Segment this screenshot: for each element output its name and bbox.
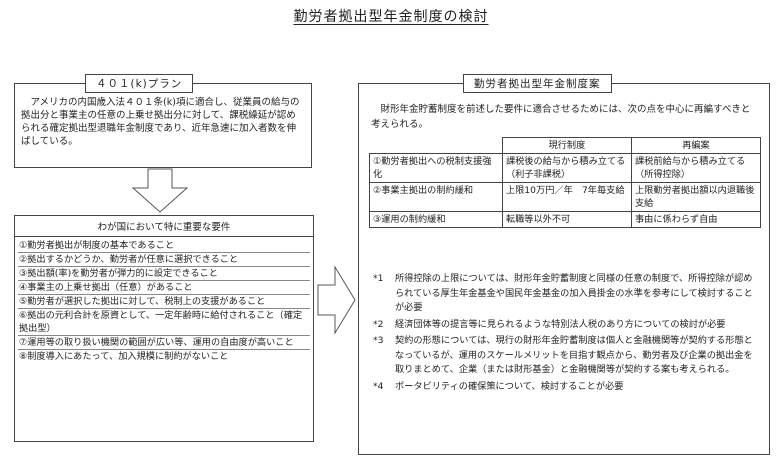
note-item: *1 所得控除の上限については、財形年金貯蓄制度と同様の任意の制度で、所得控除が… xyxy=(373,272,761,316)
requirement-item: ③拠出額(率)を勤労者が弾力的に設定できること xyxy=(18,267,310,281)
row-current: 課税後の給与から積み立てる（利子非課税） xyxy=(501,153,632,183)
k401-label: ４０１(k)プラン xyxy=(85,74,194,93)
note-text: ポータビリティの確保策について、検討することが必要 xyxy=(395,380,624,392)
proposal-box: 財形年金貯蓄制度を前述した要件に適合させるためには、次の点を中心に再編すべきと考… xyxy=(358,83,770,455)
row-proposed: 課税前給与から積み立てる（所得控除） xyxy=(630,153,762,183)
note-mark: *3 xyxy=(373,335,384,346)
note-text: 契約の形態については、現行の財形年金貯蓄制度は個人と金融機関等が契約する形態とな… xyxy=(395,335,753,375)
row-item: ③運用の制約緩和 xyxy=(369,211,503,228)
comparison-table: 現行制度 再編案 ①勤労者拠出への税制支援強化 課税後の給与から積み立てる（利子… xyxy=(369,137,762,228)
down-arrow-icon xyxy=(131,168,189,213)
note-mark: *2 xyxy=(373,318,384,330)
note-text: 所得控除の上限については、財形年金貯蓄制度と同様の任意の制度で、所得控除が認めら… xyxy=(395,273,753,313)
requirements-header: わが国において特に重要な要件 xyxy=(15,216,313,237)
page-title: 勤労者拠出型年金制度の検討 xyxy=(293,9,489,25)
row-current: 上限10万円／年 7年毎支給 xyxy=(501,182,632,212)
requirement-item: ⑦運用等の取り扱い機関の範囲が広い等、運用の自由度が高いこと xyxy=(18,336,310,350)
notes-list: *1 所得控除の上限については、財形年金貯蓄制度と同様の任意の制度で、所得控除が… xyxy=(373,272,761,396)
note-mark: *4 xyxy=(373,380,384,392)
table-row: ②事業主拠出の制約緩和 上限10万円／年 7年毎支給 上限勤労者拠出額以内退職後… xyxy=(369,182,762,212)
k401-box: アメリカの内国歳入法４０１条(k)項に適合し、従業員の給与の拠出分と事業主の任意… xyxy=(14,83,312,168)
row-item: ①勤労者拠出への税制支援強化 xyxy=(369,153,503,183)
table-header-proposed: 再編案 xyxy=(630,137,762,154)
row-proposed: 事由に係わらず自由 xyxy=(630,211,762,228)
k401-description: アメリカの内国歳入法４０１条(k)項に適合し、従業員の給与の拠出分と事業主の任意… xyxy=(21,97,300,147)
table-header-blank xyxy=(369,137,503,154)
row-proposed: 上限勤労者拠出額以内退職後支給 xyxy=(630,182,762,212)
note-item: *2 経済団体等の提言等に見られるような特別法人税のあり方についての検討が必要 xyxy=(373,318,761,333)
right-arrow-icon xyxy=(317,265,356,335)
proposal-label: 勤労者拠出型年金制度案 xyxy=(463,74,612,93)
note-item: *4 ポータビリティの確保策について、検討することが必要 xyxy=(373,380,761,395)
requirement-item: ⑧制度導入にあたって、加入規模に制約がないこと xyxy=(19,351,229,362)
row-item: ②事業主拠出の制約緩和 xyxy=(369,182,503,212)
note-item: *3 契約の形態については、現行の財形年金貯蓄制度は個人と金融機関等が契約する形… xyxy=(373,334,761,378)
note-text: 経済団体等の提言等に見られるような特別法人税のあり方についての検討が必要 xyxy=(395,318,726,330)
requirement-item: ⑤勤労者が選択した拠出に対して、税制上の支援があること xyxy=(18,295,310,309)
requirements-box: わが国において特に重要な要件 ①勤労者拠出が制度の基本であること ②拠出するかど… xyxy=(14,215,314,442)
note-mark: *1 xyxy=(373,273,384,284)
requirement-item: ①勤労者拠出が制度の基本であること xyxy=(18,239,310,253)
row-current: 転職等以外不可 xyxy=(501,211,632,228)
requirement-item: ②拠出するかどうか、勤労者が任意に選択できること xyxy=(18,253,310,267)
requirement-item: ④事業主の上乗せ拠出（任意）があること xyxy=(18,281,310,295)
table-header-current: 現行制度 xyxy=(501,137,632,154)
requirement-item: ⑥拠出の元利合計を原資として、一定年齢時に給付されること（確定拠出型） xyxy=(18,309,310,336)
proposal-intro: 財形年金貯蓄制度を前述した要件に適合させるためには、次の点を中心に再編すべきと考… xyxy=(371,104,751,130)
table-row: ①勤労者拠出への税制支援強化 課税後の給与から積み立てる（利子非課税） 課税前給… xyxy=(369,153,762,183)
table-header-row: 現行制度 再編案 xyxy=(369,137,762,154)
requirements-list: ①勤労者拠出が制度の基本であること ②拠出するかどうか、勤労者が任意に選択できる… xyxy=(15,237,313,365)
table-row: ③運用の制約緩和 転職等以外不可 事由に係わらず自由 xyxy=(369,211,762,228)
